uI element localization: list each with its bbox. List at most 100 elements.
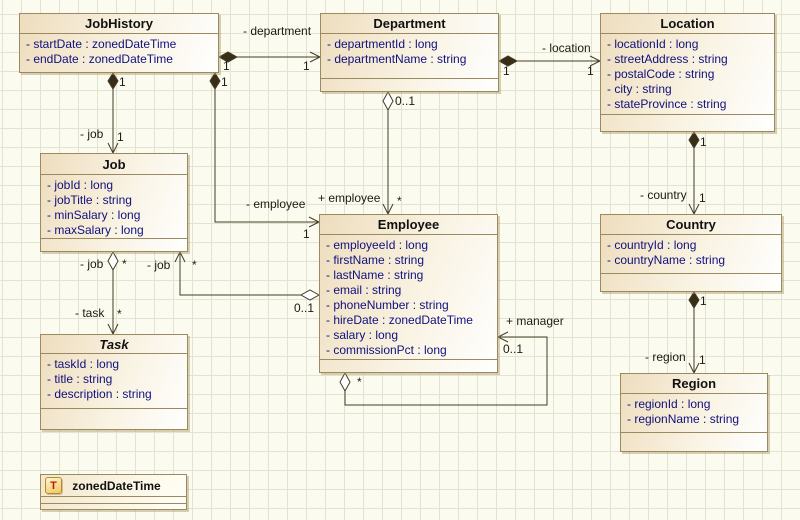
mult-label: 1 — [503, 64, 510, 78]
mult-label: 1 — [119, 75, 126, 89]
mult-label: 1 — [587, 64, 594, 78]
composition-diamond-icon — [107, 72, 119, 90]
operations-compartment — [601, 273, 781, 291]
connection-line — [179, 252, 319, 296]
connection-jobhistory-department[interactable] — [217, 51, 322, 63]
composition-diamond-icon — [217, 51, 239, 63]
attributes-compartment: - locationId : long - streetAddress : st… — [601, 33, 774, 114]
connection-employee-job[interactable] — [174, 250, 321, 301]
role-label-location: - location — [542, 41, 591, 55]
attribute: - taskId : long — [47, 357, 120, 371]
operations-compartment — [41, 238, 187, 251]
connection-line — [344, 336, 548, 406]
attributes-compartment: - startDate : zonedDateTime - endDate : … — [20, 33, 218, 72]
attribute: - email : string — [326, 283, 402, 297]
role-label-job: - job — [147, 258, 171, 272]
attributes-compartment: - employeeId : long - firstName : string… — [320, 234, 497, 359]
aggregation-diamond-icon — [382, 90, 394, 112]
mult-label: 1 — [221, 75, 228, 89]
role-label-department: - department — [243, 24, 312, 38]
operations-compartment — [41, 408, 187, 429]
connection-country-region[interactable] — [688, 291, 700, 375]
mult-label: 1 — [303, 59, 310, 73]
class-title: JobHistory — [85, 16, 153, 31]
class-jobhistory[interactable]: JobHistory - startDate : zonedDateTime -… — [19, 13, 219, 73]
mult-label: 1 — [700, 135, 707, 149]
class-title: Location — [660, 16, 715, 31]
mult-label: * — [122, 257, 127, 271]
composition-diamond-icon — [688, 291, 700, 309]
class-title: Country — [666, 217, 716, 232]
datatype-title: zonedDateTime — [72, 478, 161, 493]
attribute: - departmentId : long — [327, 37, 438, 51]
class-country[interactable]: Country - countryId : long - countryName… — [600, 214, 782, 292]
class-employee[interactable]: Employee - employeeId : long - firstName… — [319, 214, 498, 373]
datatype-compartment — [41, 496, 186, 503]
mult-label: 1 — [700, 294, 707, 308]
attribute: - countryId : long — [607, 238, 697, 252]
operations-compartment — [601, 114, 774, 131]
role-label-job: - job — [80, 127, 104, 141]
class-task[interactable]: Task - taskId : long - title : string - … — [40, 334, 188, 430]
attribute: - jobTitle : string — [47, 193, 132, 207]
role-label-manager: + manager — [506, 314, 564, 328]
attribute: - hireDate : zonedDateTime — [326, 313, 473, 327]
attribute: - minSalary : long — [47, 208, 141, 222]
attribute: - lastName : string — [326, 268, 424, 282]
class-department[interactable]: Department - departmentId : long - depar… — [320, 13, 499, 92]
connection-line — [214, 73, 319, 223]
class-title: Task — [99, 336, 129, 352]
datatype-compartment — [41, 503, 186, 509]
attributes-compartment: - countryId : long - countryName : strin… — [601, 234, 781, 273]
mult-label: * — [192, 258, 197, 272]
operations-compartment — [320, 359, 497, 372]
role-label-task: - task — [75, 306, 105, 320]
class-job[interactable]: Job - jobId : long - jobTitle : string -… — [40, 153, 188, 252]
arrowhead-icon — [174, 250, 186, 263]
attribute: - regionId : long — [627, 397, 711, 411]
attribute: - commissionPct : long — [326, 343, 447, 357]
connection-employee-manager[interactable] — [339, 331, 548, 406]
connection-job-task[interactable] — [107, 250, 119, 336]
mult-label: 0..1 — [294, 301, 315, 315]
class-title: Department — [373, 16, 446, 31]
attribute: - endDate : zonedDateTime — [26, 52, 173, 66]
connection-jobhistory-job[interactable] — [107, 72, 119, 155]
attribute: - city : string — [607, 82, 672, 96]
attribute: - stateProvince : string — [607, 97, 727, 111]
mult-label: 1 — [223, 59, 230, 73]
mult-label: 0..1 — [395, 94, 416, 108]
role-label-employee: - employee — [246, 197, 306, 211]
attributes-compartment: - departmentId : long - departmentName :… — [321, 33, 498, 78]
aggregation-diamond-icon — [339, 371, 351, 393]
connection-location-country[interactable] — [688, 131, 700, 216]
composition-diamond-icon — [497, 55, 519, 67]
class-title: Job — [102, 156, 126, 172]
attribute: - locationId : long — [607, 37, 699, 51]
attribute: - maxSalary : long — [47, 223, 144, 237]
attribute: - countryName : string — [607, 253, 726, 267]
aggregation-diamond-icon — [299, 289, 321, 301]
attribute: - startDate : zonedDateTime — [26, 37, 177, 51]
mult-label: 1 — [699, 353, 706, 367]
connection-department-employee[interactable] — [382, 90, 394, 216]
connection-department-location[interactable] — [497, 55, 602, 67]
attribute: - employeeId : long — [326, 238, 429, 252]
operations-compartment — [321, 78, 498, 91]
attribute: - jobId : long — [47, 178, 114, 192]
composition-diamond-icon — [688, 131, 700, 149]
operations-compartment — [621, 432, 767, 451]
attribute: - phoneNumber : string — [326, 298, 449, 312]
attribute: - departmentName : string — [327, 52, 467, 66]
class-location[interactable]: Location - locationId : long - streetAdd… — [600, 13, 775, 132]
datatype-zoneddatetime[interactable]: T zonedDateTime — [40, 474, 187, 510]
role-label-country: - country — [640, 188, 687, 202]
mult-label: 1 — [303, 227, 310, 241]
attribute: - description : string — [47, 387, 152, 401]
type-badge-icon: T — [45, 477, 62, 494]
class-region[interactable]: Region - regionId : long - regionName : … — [620, 373, 768, 452]
mult-label: 1 — [699, 191, 706, 205]
attribute: - postalCode : string — [607, 67, 715, 81]
attribute: - regionName : string — [627, 412, 740, 426]
